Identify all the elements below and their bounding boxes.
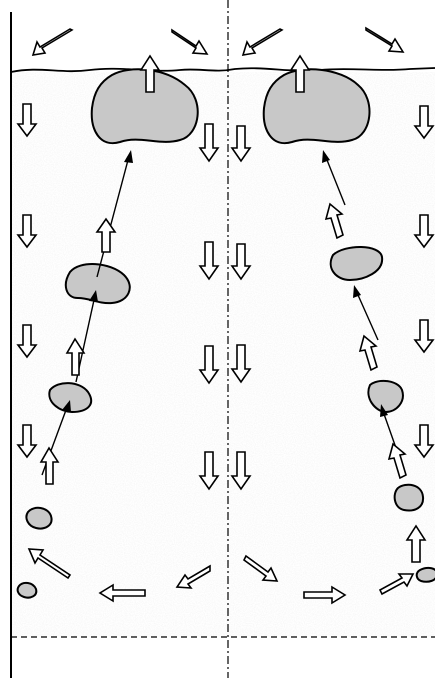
down-arrow-icon — [413, 319, 435, 354]
micro-bubble-left — [16, 581, 38, 599]
medium-bubble-left — [64, 263, 131, 305]
up-arrow-icon — [65, 337, 86, 376]
bottom-arrow-icon — [303, 585, 347, 605]
large-bubble-left — [90, 68, 199, 145]
thin-arrows-right — [322, 150, 397, 449]
up-arrow-icon — [39, 446, 60, 485]
down-arrow-icon — [16, 424, 38, 459]
right-panel — [230, 26, 435, 605]
top-right-arrow-icon — [171, 28, 209, 55]
bottom-left-arrow-icon — [27, 548, 72, 580]
bottom-arrow-icon — [98, 583, 146, 603]
medium-bubble-right — [329, 246, 384, 282]
hollow-arrows-right — [230, 26, 435, 605]
up-arrow-icon — [405, 524, 427, 563]
down-arrow-icon — [198, 451, 220, 491]
down-arrow-icon — [16, 214, 38, 249]
bottom-arrow-icon — [175, 564, 211, 589]
down-arrow-icon — [230, 451, 252, 491]
down-arrow-icon — [413, 214, 435, 249]
down-arrow-icon — [198, 123, 220, 163]
wavy-free-surface — [10, 67, 435, 73]
down-arrow-icon — [198, 345, 220, 385]
down-arrow-icon — [230, 125, 252, 163]
up-arrow-icon — [95, 217, 117, 253]
down-arrow-icon — [16, 324, 38, 359]
down-arrow-icon — [16, 103, 38, 138]
up-arrow-icon — [358, 334, 378, 372]
left-panel — [16, 28, 220, 603]
large-bubble-right — [262, 68, 371, 145]
down-arrow-icon — [413, 424, 435, 459]
tiny-bubble-left — [25, 506, 53, 530]
up-arrow-icon — [289, 54, 311, 93]
small-bubble-left — [48, 382, 93, 414]
bottom-arrow-icon — [378, 573, 415, 596]
tiny-bubble-right — [393, 483, 425, 512]
down-arrow-icon — [413, 105, 435, 140]
bottom-right-arrow-icon — [242, 554, 279, 582]
up-arrow-icon — [387, 442, 407, 480]
micro-bubble-right — [415, 566, 435, 583]
hollow-arrows-left — [16, 28, 220, 603]
down-arrow-icon — [198, 241, 220, 281]
down-arrow-icon — [230, 344, 252, 384]
top-left-arrow-icon — [31, 28, 74, 57]
top-right-arrow-icon — [365, 26, 405, 53]
down-arrow-icon — [230, 243, 252, 281]
small-bubble-right — [367, 379, 404, 414]
top-left-arrow-icon — [241, 28, 284, 57]
up-arrow-icon — [139, 54, 161, 93]
up-arrow-icon — [324, 202, 344, 240]
